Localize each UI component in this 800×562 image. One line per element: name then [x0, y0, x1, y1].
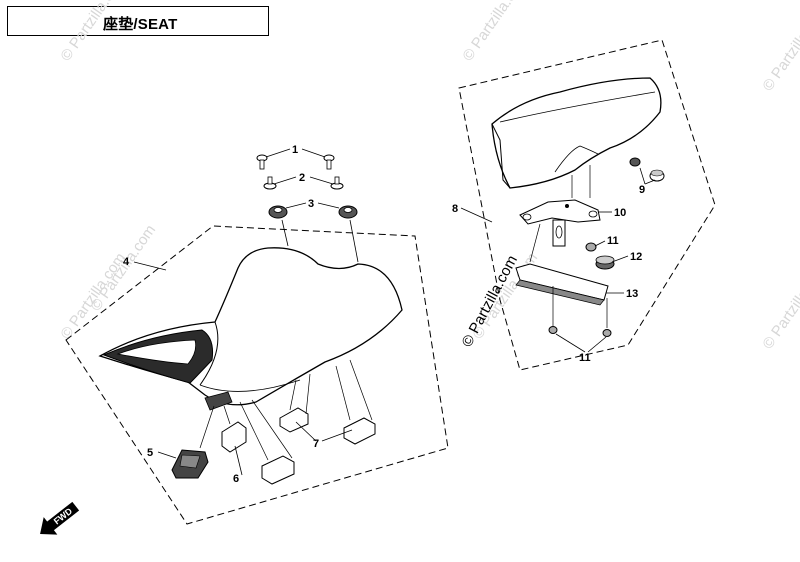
callout-13: 13: [626, 288, 638, 300]
watermark-faint: © Partzilla.com: [57, 0, 129, 64]
watermark-faint: © Partzilla.com: [87, 222, 159, 315]
callout-10: 10: [614, 207, 626, 219]
projection-lines: [199, 359, 373, 461]
watermark-faint: © Partzilla.com: [759, 260, 800, 353]
bracket-mount: [204, 391, 233, 411]
callout-9: 9: [639, 184, 645, 196]
callout-12: 12: [630, 251, 642, 263]
callout-6: 6: [233, 473, 239, 485]
grommet-part-3: [268, 205, 358, 219]
nut-part-9: [629, 157, 665, 182]
latch-part-5: [171, 449, 209, 479]
rail-part-13: [515, 263, 609, 306]
front-seat: [98, 247, 403, 406]
callout-2: 2: [299, 172, 305, 184]
rubber-pad-part-6: [221, 421, 295, 485]
rear-seat-group-outline: [458, 39, 716, 371]
callout-labels: 1 2 3 4 5 6 7 8 9 10 11 11 12 13: [123, 144, 645, 485]
fwd-arrow-icon: FWD: [40, 501, 80, 535]
page-title: 座垫/SEAT: [103, 16, 178, 33]
callout-8: 8: [452, 203, 458, 215]
callout-11b: 11: [579, 352, 591, 364]
watermark-faint: © Partzilla.com: [459, 0, 531, 64]
callout-4: 4: [123, 256, 130, 268]
callout-5: 5: [147, 447, 153, 459]
title-box: 座垫/SEAT: [7, 6, 269, 36]
callout-1: 1: [292, 144, 298, 156]
leader-lines: [133, 148, 656, 476]
callout-11: 11: [607, 235, 619, 247]
watermark-faint: © Partzilla.com: [759, 2, 800, 95]
rubber-part-12: [595, 255, 615, 270]
callout-3: 3: [308, 198, 314, 210]
callout-7: 7: [313, 438, 319, 450]
rear-bracket-part-10: [519, 199, 601, 247]
rear-seat: [491, 77, 662, 198]
rubber-pad-part-7: [279, 407, 376, 445]
bolt-part-1: [256, 154, 335, 170]
front-seat-group-outline: [65, 225, 449, 525]
nut-part-11: [548, 242, 612, 337]
washer-part-2: [263, 176, 344, 190]
